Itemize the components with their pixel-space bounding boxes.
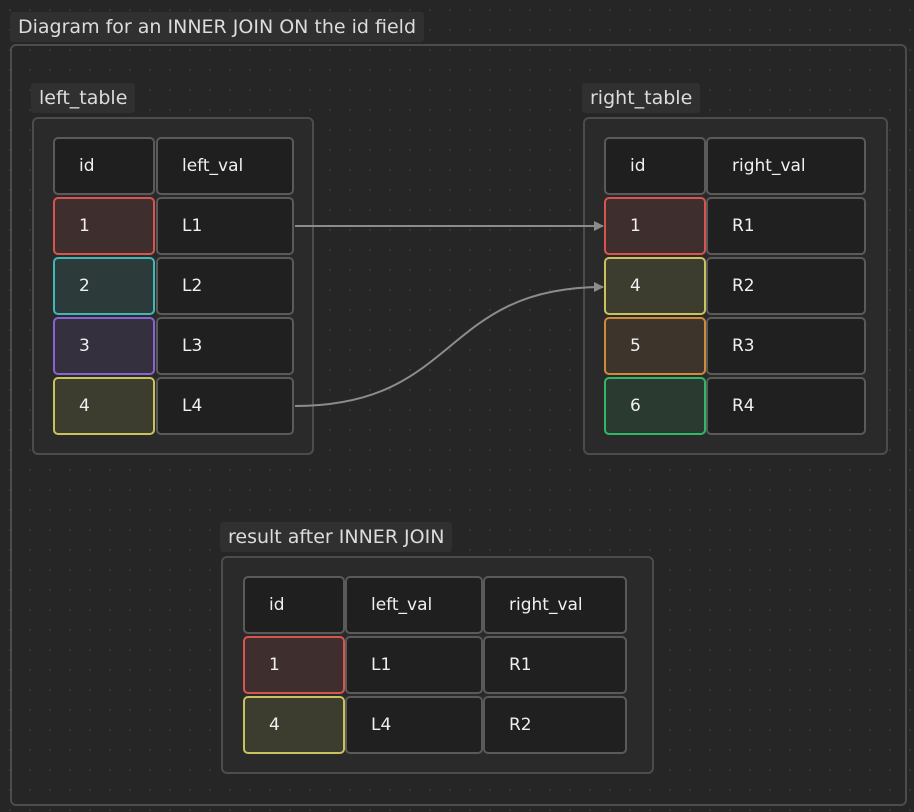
result-table-left-val-cell: L4	[345, 696, 483, 754]
result-table-header-id: id	[243, 576, 345, 634]
result-table-header-left-val: left_val	[345, 576, 483, 634]
result-table-left-val-cell: L1	[345, 636, 483, 694]
left-table-val-cell: L1	[156, 197, 294, 255]
right-table-val-cell: R4	[706, 377, 866, 435]
result-table-right-val-cell: R2	[483, 696, 627, 754]
left-table-id-cell: 1	[53, 197, 155, 255]
right-table-id-cell: 4	[604, 257, 706, 315]
result-table-right-val-cell: R1	[483, 636, 627, 694]
right-table-val-cell: R3	[706, 317, 866, 375]
right-table-val-cell: R1	[706, 197, 866, 255]
right-table-header-right-val: right_val	[706, 137, 866, 195]
right-table-id-cell: 6	[604, 377, 706, 435]
result-table-header-right-val: right_val	[483, 576, 627, 634]
diagram-frame	[10, 44, 907, 806]
result-table-id-cell: 4	[243, 696, 345, 754]
right-table-val-cell: R2	[706, 257, 866, 315]
diagram-title: Diagram for an INNER JOIN ON the id fiel…	[10, 12, 424, 42]
left-table-label: left_table	[31, 83, 136, 113]
result-table-label: result after INNER JOIN	[220, 522, 453, 552]
left-table-id-cell: 2	[53, 257, 155, 315]
right-table-header-id: id	[604, 137, 706, 195]
left-table-val-cell: L3	[156, 317, 294, 375]
result-table-id-cell: 1	[243, 636, 345, 694]
left-table-header-id: id	[53, 137, 155, 195]
left-table-header-left-val: left_val	[156, 137, 294, 195]
left-table-val-cell: L2	[156, 257, 294, 315]
left-table-id-cell: 3	[53, 317, 155, 375]
left-table-id-cell: 4	[53, 377, 155, 435]
right-table-id-cell: 5	[604, 317, 706, 375]
left-table-val-cell: L4	[156, 377, 294, 435]
right-table-id-cell: 1	[604, 197, 706, 255]
right-table-label: right_table	[582, 83, 701, 113]
